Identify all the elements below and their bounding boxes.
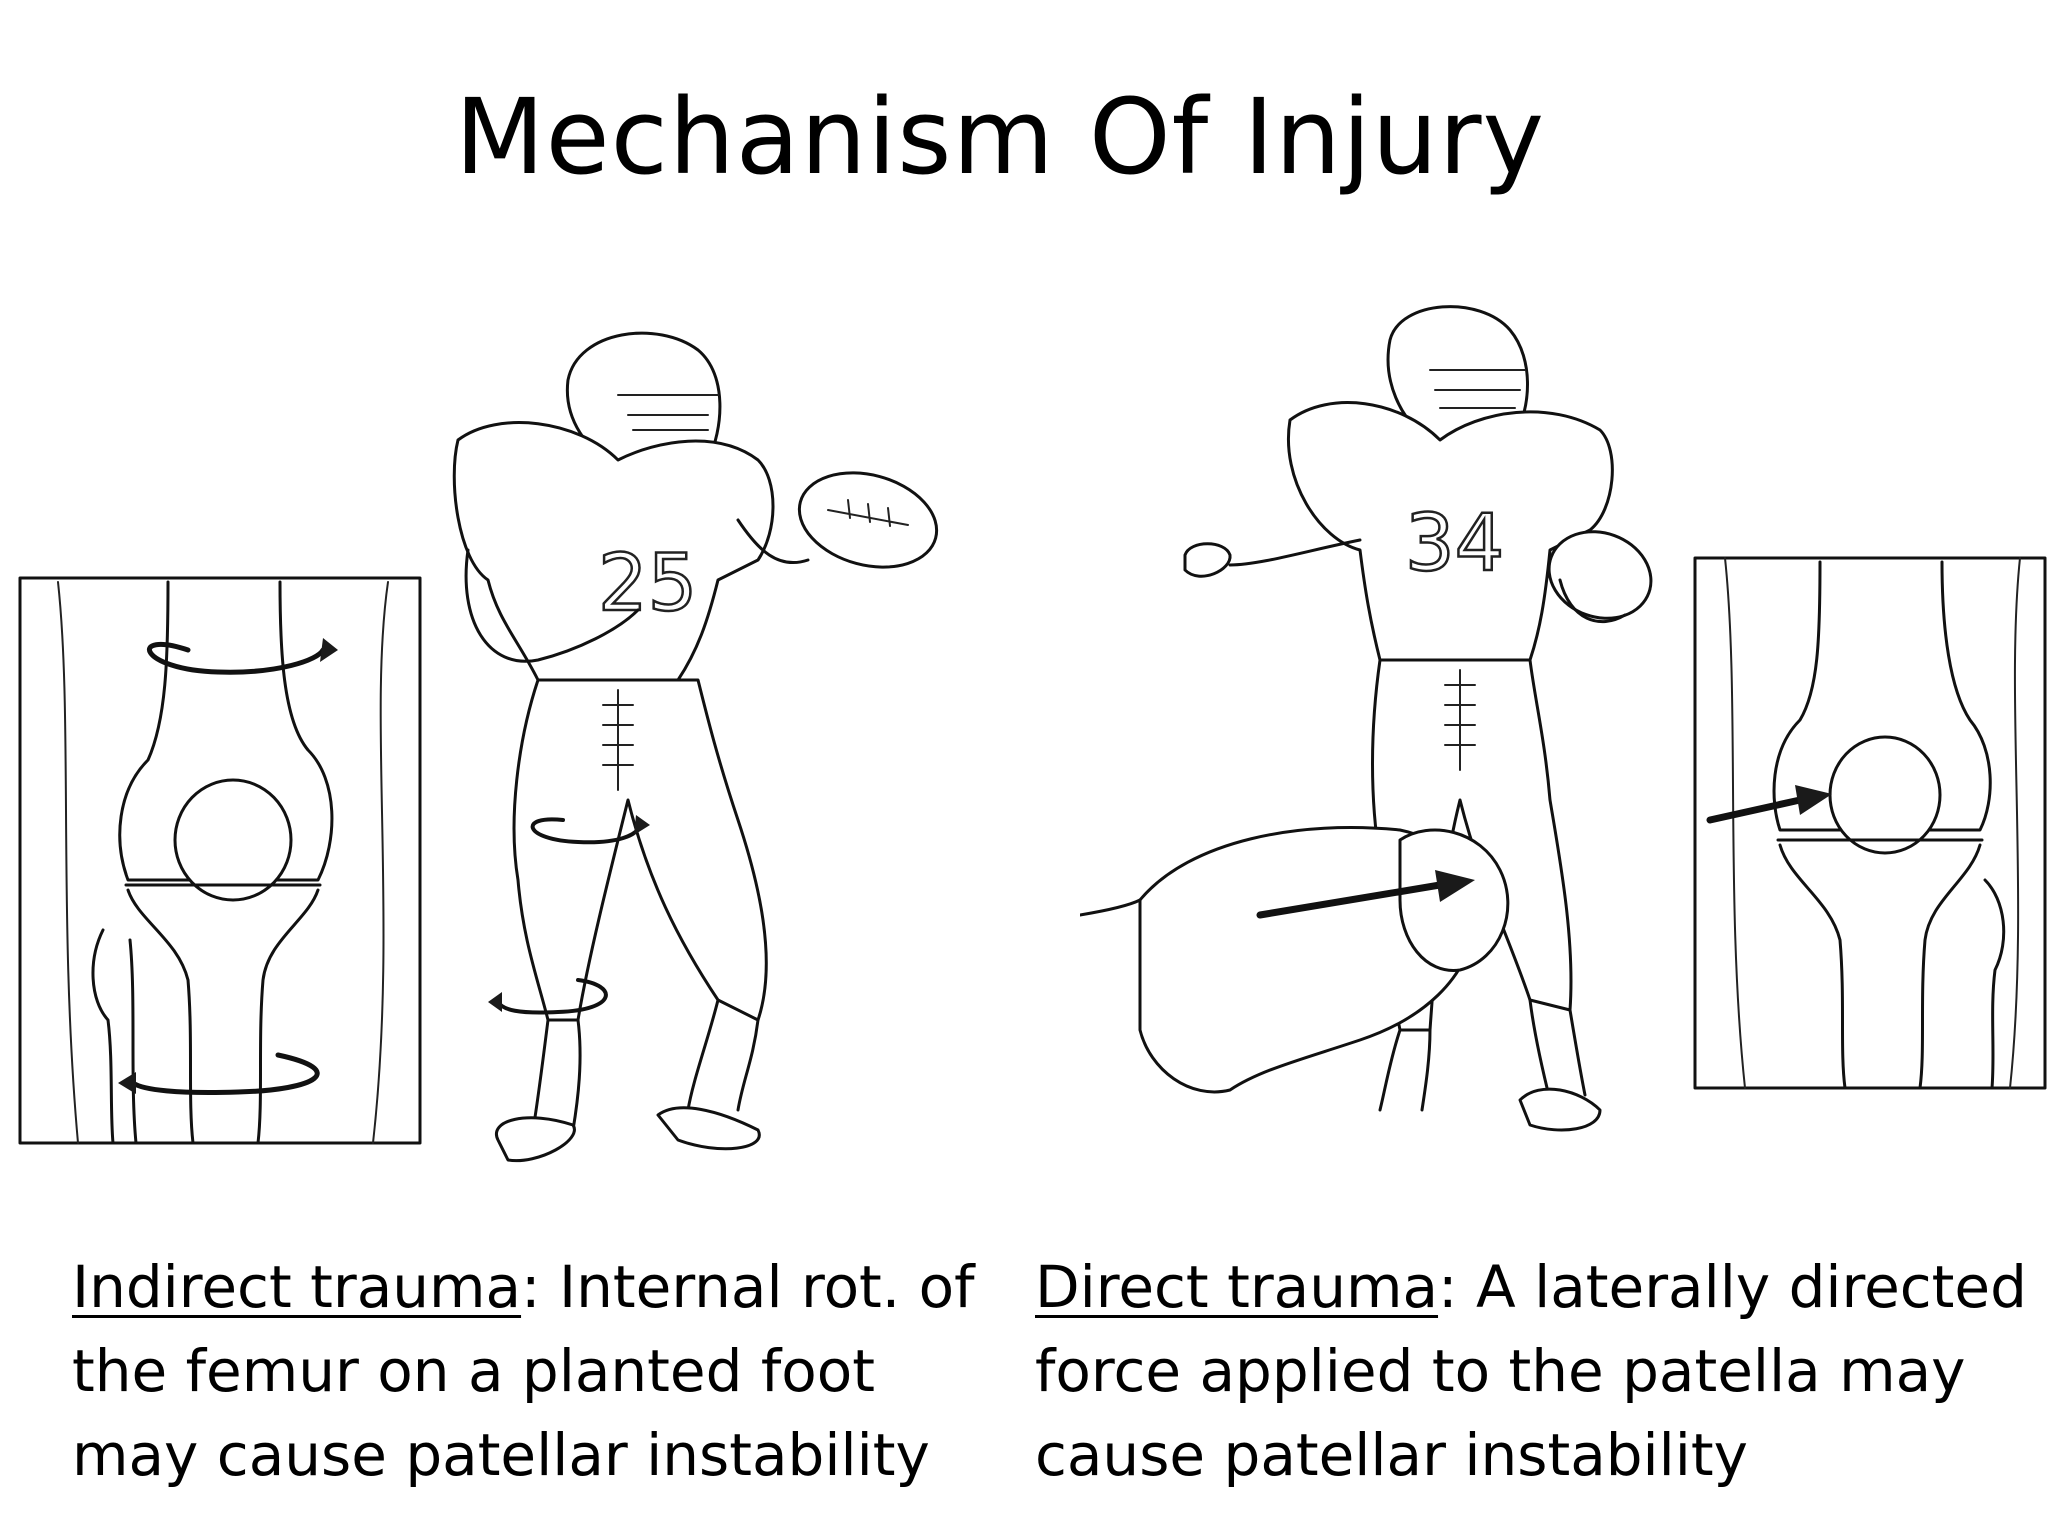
jersey-number-left: 25 xyxy=(598,539,697,629)
knee-inset-left xyxy=(18,576,422,1145)
knee-inset-right xyxy=(1693,556,2047,1090)
player-pivoting: 25 xyxy=(452,331,939,1163)
football-right xyxy=(1547,530,1653,620)
direct-trauma-illustration: 34 xyxy=(1080,300,2048,1180)
curved-arrow-icon xyxy=(146,638,338,675)
curved-arrow-icon xyxy=(118,1052,320,1096)
patella xyxy=(1828,735,1942,855)
direct-trauma-term: Direct trauma xyxy=(1035,1253,1439,1321)
straight-arrow-icon xyxy=(1706,785,1832,824)
football-left xyxy=(797,471,939,569)
indirect-trauma-caption: Indirect trauma: Internal rot. of the fe… xyxy=(72,1245,1012,1497)
indirect-trauma-illustration: 25 xyxy=(18,320,958,1180)
direct-trauma-caption: Direct trauma: A laterally directed forc… xyxy=(1035,1245,2035,1497)
slide-title: Mechanism Of Injury xyxy=(0,72,2000,202)
curved-arrow-icon xyxy=(530,815,650,845)
indirect-trauma-description: : Internal rot. of the femur on a plante… xyxy=(72,1253,975,1489)
curved-arrow-icon xyxy=(488,978,608,1015)
straight-arrow-icon xyxy=(1256,870,1475,919)
player-struck: 34 xyxy=(1080,305,1653,1132)
jersey-number-right: 34 xyxy=(1405,499,1504,589)
direct-trauma-description: : A laterally directed force applied to … xyxy=(1035,1253,2027,1489)
indirect-trauma-term: Indirect trauma xyxy=(72,1253,522,1321)
slide-title-text: Mechanism Of Injury xyxy=(454,76,1546,198)
